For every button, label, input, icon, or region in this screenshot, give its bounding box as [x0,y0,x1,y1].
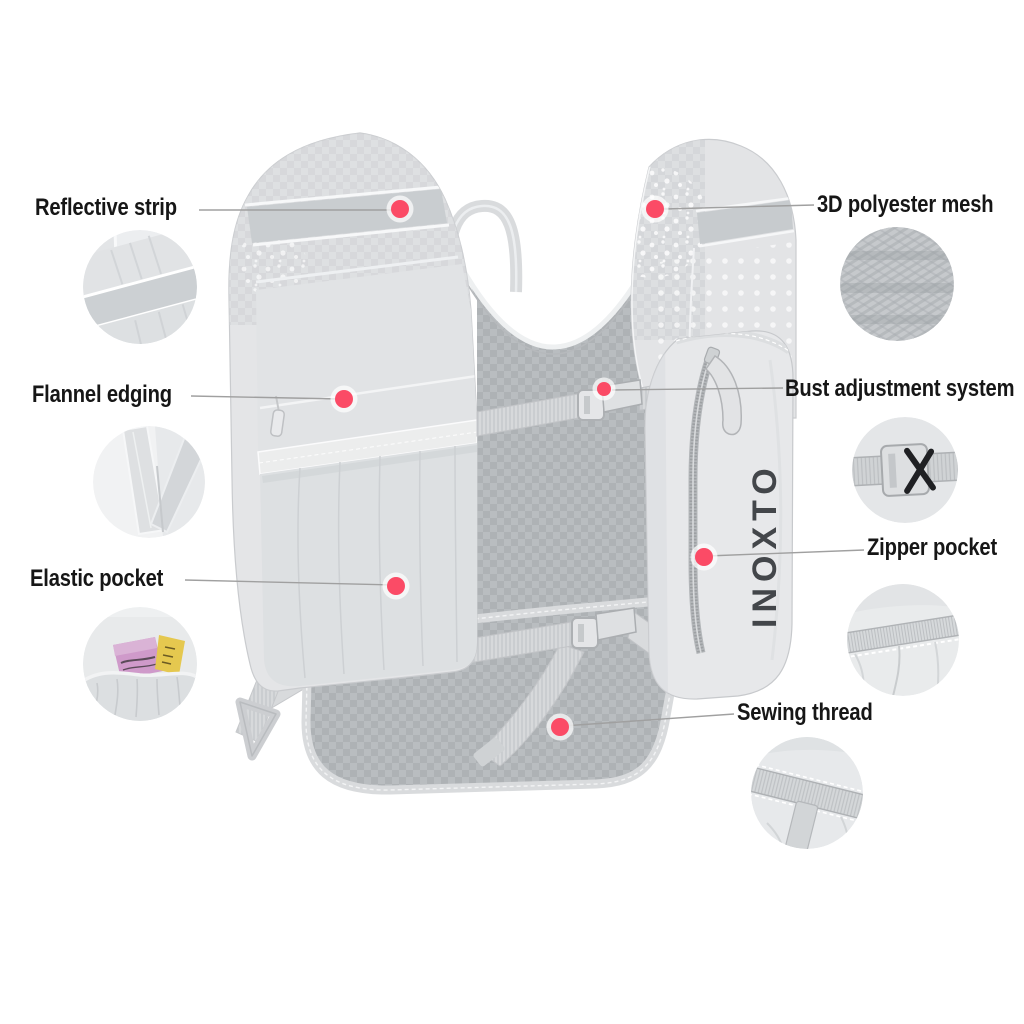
flannel-edging-band [257,419,477,475]
back-mesh-panel [459,258,652,630]
zipper-pocket-pouch: INOXTO [644,330,794,700]
detail-photo-flannel-edging [93,426,205,538]
snack-bar-yellow [155,635,185,675]
label-flannel-edging: Flannel edging [32,381,172,408]
detail-photo-sewing-thread [751,737,863,849]
detail-photo-zipper-pocket [847,584,959,696]
snack-bar-pink [113,637,163,679]
label-elastic-pocket: Elastic pocket [30,565,164,592]
label-3d-polyester-mesh: 3D polyester mesh [817,191,994,218]
left-chest-panel [256,264,477,452]
left-shoulder-strap [228,132,478,692]
detail-photo-bust-adjustment [852,417,958,523]
label-bust-adjustment-system: Bust adjustment system [785,375,1015,402]
detail-photo-reflective-strip [83,230,197,344]
label-sewing-thread: Sewing thread [737,699,873,726]
zipper [688,347,718,655]
detail-photo-elastic-pocket [83,607,197,721]
brand-text: INOXTO [746,462,784,628]
label-zipper-pocket: Zipper pocket [867,534,998,561]
left-zipper-pull [270,395,285,437]
buckle-logo-x [904,447,936,494]
lower-chest-strap [449,607,663,767]
detail-photo-3d-polyester-mesh [840,227,954,341]
elastic-pocket-front [260,443,477,687]
lower-strap-buckle [571,607,637,649]
label-reflective-strip: Reflective strip [35,194,177,221]
zipper-pull [703,346,742,436]
